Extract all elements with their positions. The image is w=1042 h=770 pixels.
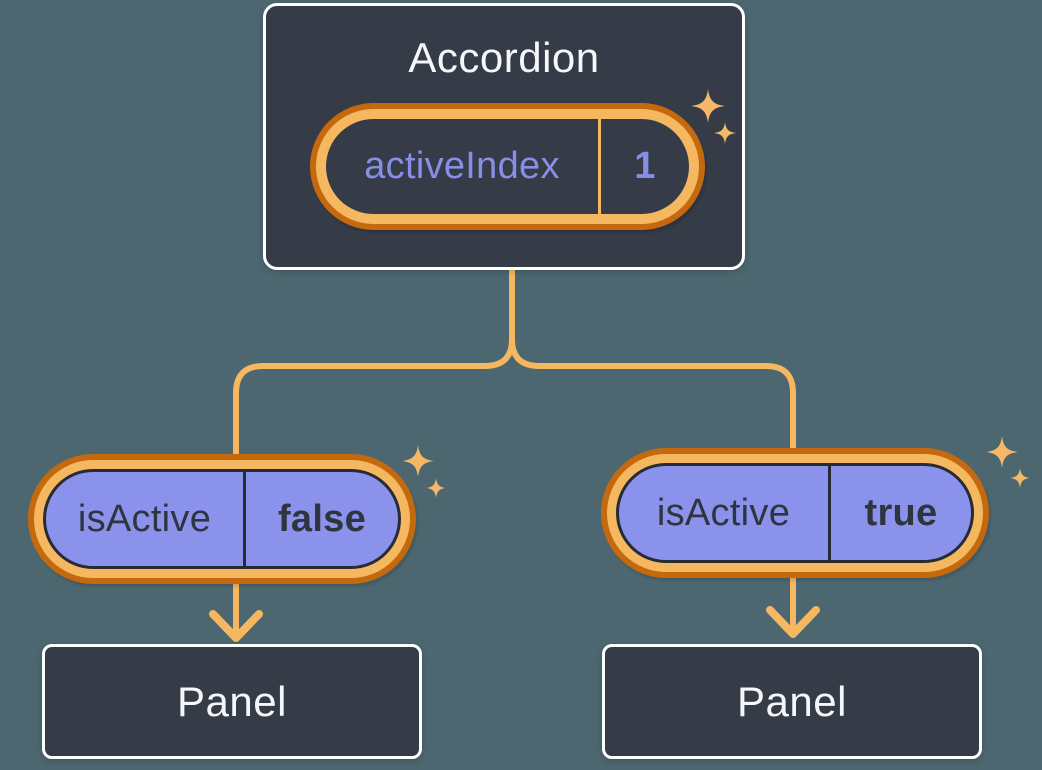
prop-pill-name-cell: isActive xyxy=(619,466,828,560)
prop-value-label: false xyxy=(277,497,367,540)
prop-name-label: isActive xyxy=(77,497,212,540)
prop-pill-value-cell: true xyxy=(831,466,971,560)
connector-branch-left xyxy=(233,261,515,461)
prop-pill-name-cell: isActive xyxy=(46,472,243,566)
panel-card-second: Panel xyxy=(602,644,982,759)
state-pill-name-cell: activeIndex xyxy=(326,119,598,214)
prop-pill-divider xyxy=(243,472,246,566)
state-pill-body: activeIndex 1 xyxy=(326,119,689,214)
accordion-title: Accordion xyxy=(408,34,600,81)
sparkle-icon xyxy=(1010,468,1030,488)
prop-pill-ring: isActive true xyxy=(607,454,983,572)
prop-pill-divider xyxy=(828,466,831,560)
sparkle-icon xyxy=(402,445,434,477)
panel-title: Panel xyxy=(177,677,287,725)
panel-card-first: Panel xyxy=(42,644,422,759)
connector-branch-right xyxy=(509,261,796,455)
state-name-label: activeIndex xyxy=(364,145,560,187)
state-pill-ring: activeIndex 1 xyxy=(316,109,699,224)
state-pill-active-index: activeIndex 1 xyxy=(310,103,705,230)
sparkle-icon xyxy=(426,478,446,498)
prop-pill-body: isActive false xyxy=(43,469,401,569)
prop-value-label: true xyxy=(864,491,938,534)
arrow-head-right-icon xyxy=(766,606,820,638)
prop-name-label: isActive xyxy=(656,491,791,534)
state-pill-value-cell: 1 xyxy=(601,119,689,214)
sparkle-icon xyxy=(986,436,1018,468)
state-pill-divider xyxy=(598,119,601,214)
state-value-label: 1 xyxy=(634,145,656,187)
prop-pill-ring: isActive false xyxy=(34,460,410,578)
panel-title: Panel xyxy=(737,677,847,725)
prop-pill-value-cell: false xyxy=(246,472,398,566)
prop-pill-body: isActive true xyxy=(616,463,974,563)
arrow-head-left-icon xyxy=(209,610,263,642)
prop-pill-is-active-first: isActive false xyxy=(28,454,416,584)
prop-pill-is-active-second: isActive true xyxy=(601,448,989,578)
accordion-component-card: Accordion activeIndex 1 xyxy=(263,3,745,270)
